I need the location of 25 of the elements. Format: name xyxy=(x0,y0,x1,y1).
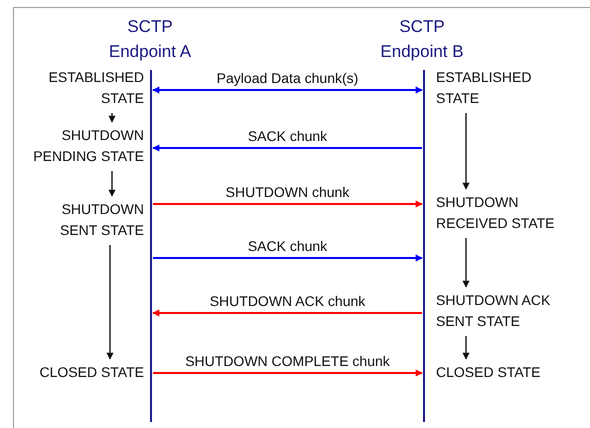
lifeline-bar xyxy=(423,70,425,422)
transition-arrow xyxy=(462,336,470,360)
state-label: CLOSED STATE xyxy=(436,362,556,383)
message-arrow xyxy=(153,254,423,262)
lifeline-bar xyxy=(150,70,152,422)
message-arrow xyxy=(152,144,422,152)
state-label: SHUTDOWN RECEIVED STATE xyxy=(436,192,566,234)
state-label: SHUTDOWN SENT STATE xyxy=(54,199,144,241)
message-arrow xyxy=(152,86,423,94)
transition-arrow xyxy=(108,113,116,123)
endpoint-heading: SCTP Endpoint B xyxy=(367,14,477,64)
transition-arrow xyxy=(106,245,114,360)
message-arrow xyxy=(153,370,423,376)
state-label: ESTABLISHED STATE xyxy=(436,67,536,109)
transition-arrow xyxy=(108,171,116,197)
endpoint-heading: SCTP Endpoint A xyxy=(95,14,205,64)
transition-arrow xyxy=(462,113,470,190)
transition-arrow xyxy=(462,238,470,288)
state-label: ESTABLISHED STATE xyxy=(44,67,144,109)
state-label: SHUTDOWN PENDING STATE xyxy=(29,125,144,167)
message-arrow xyxy=(153,200,423,208)
message-arrow xyxy=(152,310,422,316)
edge-label: Payload Data chunk(s) xyxy=(214,70,360,87)
state-label: SHUTDOWN ACK SENT STATE xyxy=(436,290,561,332)
state-label: CLOSED STATE xyxy=(24,362,144,383)
